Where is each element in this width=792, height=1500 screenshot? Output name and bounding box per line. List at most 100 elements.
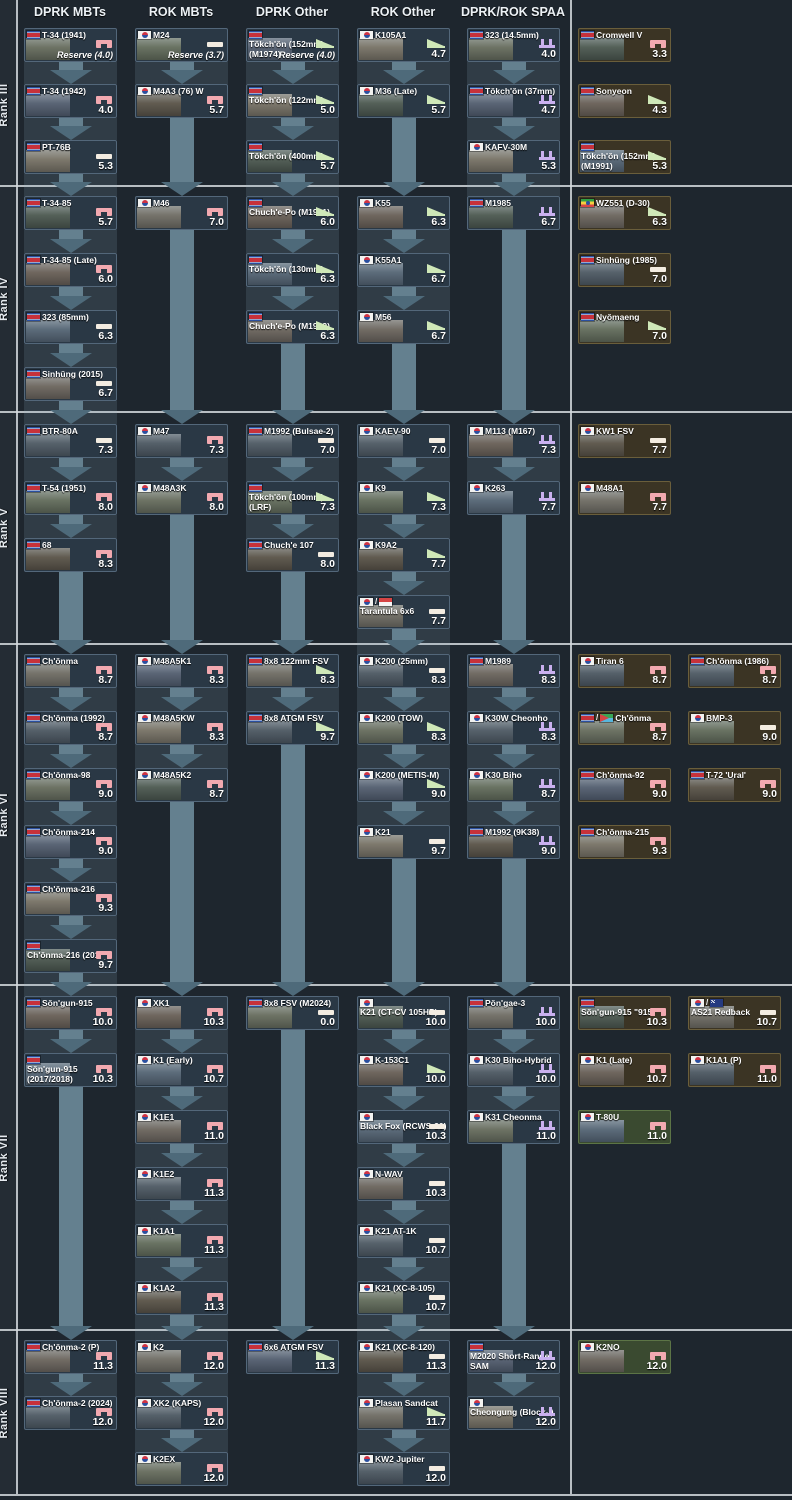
vehicle-card[interactable]: M36 (Late)5.7 bbox=[357, 84, 450, 118]
vehicle-card[interactable]: Sinhŭng (2015)6.7 bbox=[24, 367, 117, 401]
vehicle-card[interactable]: Ch'ŏnma-216 (2017)9.7 bbox=[24, 939, 117, 973]
vehicle-card[interactable]: K1A1 (P)11.0 bbox=[688, 1053, 781, 1087]
vehicle-card[interactable]: Tŏkch'ŏn (152mm) (M1991)5.3 bbox=[578, 140, 671, 174]
vehicle-card[interactable]: K1 (Early)10.7 bbox=[135, 1053, 228, 1087]
vehicle-card[interactable]: Tŏkch'ŏn (152mm) (M1974)Reserve (4.0) bbox=[246, 28, 339, 62]
vehicle-card[interactable]: Tŏkch'ŏn (100mm) (LRF)7.3 bbox=[246, 481, 339, 515]
vehicle-card[interactable]: WZ551 (D-30)6.3 bbox=[578, 196, 671, 230]
vehicle-card[interactable]: Tŏkch'ŏn (37mm)4.7 bbox=[467, 84, 560, 118]
vehicle-card[interactable]: Tŏkch'ŏn (400mm)5.7 bbox=[246, 140, 339, 174]
vehicle-card[interactable]: Chuch'e-Po (M1991)6.0 bbox=[246, 196, 339, 230]
vehicle-card[interactable]: Chuch'e-Po (M1989)6.3 bbox=[246, 310, 339, 344]
vehicle-card[interactable]: T-34-85 (Late)6.0 bbox=[24, 253, 117, 287]
vehicle-card[interactable]: Ch'ŏnma-2 (P)11.3 bbox=[24, 1340, 117, 1374]
vehicle-card[interactable]: XK2 (KAPS)12.0 bbox=[135, 1396, 228, 1430]
vehicle-card[interactable]: K21 (XC-8-120)11.3 bbox=[357, 1340, 450, 1374]
vehicle-card[interactable]: Ch'ŏnma (1986)8.7 bbox=[688, 654, 781, 688]
vehicle-card[interactable]: 323 (14.5mm)4.0 bbox=[467, 28, 560, 62]
vehicle-card[interactable]: Black Fox (RCWS-30)10.3 bbox=[357, 1110, 450, 1144]
vehicle-card[interactable]: Tŏkch'ŏn (122mm)5.0 bbox=[246, 84, 339, 118]
vehicle-card[interactable]: K200 (TOW)8.3 bbox=[357, 711, 450, 745]
vehicle-card[interactable]: Sinhŭng (1985)7.0 bbox=[578, 253, 671, 287]
vehicle-card[interactable]: T-34 (1941)Reserve (4.0) bbox=[24, 28, 117, 62]
vehicle-card[interactable]: Sŏn'gun-915 (2017/2018)10.3 bbox=[24, 1053, 117, 1087]
vehicle-card[interactable]: T-72 'Ural'9.0 bbox=[688, 768, 781, 802]
vehicle-card[interactable]: K21 (CT-CV 105HP)10.0 bbox=[357, 996, 450, 1030]
vehicle-card[interactable]: Cheongung (Block-I)12.0 bbox=[467, 1396, 560, 1430]
vehicle-card[interactable]: K1 (Late)10.7 bbox=[578, 1053, 671, 1087]
vehicle-card[interactable]: M1992 (Bulsae-2)7.0 bbox=[246, 424, 339, 458]
vehicle-card[interactable]: 323 (85mm)6.3 bbox=[24, 310, 117, 344]
vehicle-card[interactable]: T-34 (1942)4.0 bbox=[24, 84, 117, 118]
vehicle-card[interactable]: M113 (M167)7.3 bbox=[467, 424, 560, 458]
vehicle-card[interactable]: K200 (METIS-M)9.0 bbox=[357, 768, 450, 802]
vehicle-card[interactable]: K200 (25mm)8.3 bbox=[357, 654, 450, 688]
vehicle-card[interactable]: T-54 (1951)8.0 bbox=[24, 481, 117, 515]
vehicle-card[interactable]: M1992 (9K38)9.0 bbox=[467, 825, 560, 859]
vehicle-card[interactable]: Ch'ŏnma-2 (2024)12.0 bbox=[24, 1396, 117, 1430]
vehicle-card[interactable]: Sŏn'gun-915 "915"10.3 bbox=[578, 996, 671, 1030]
vehicle-card[interactable]: Tŏkch'ŏn (130mm)6.3 bbox=[246, 253, 339, 287]
